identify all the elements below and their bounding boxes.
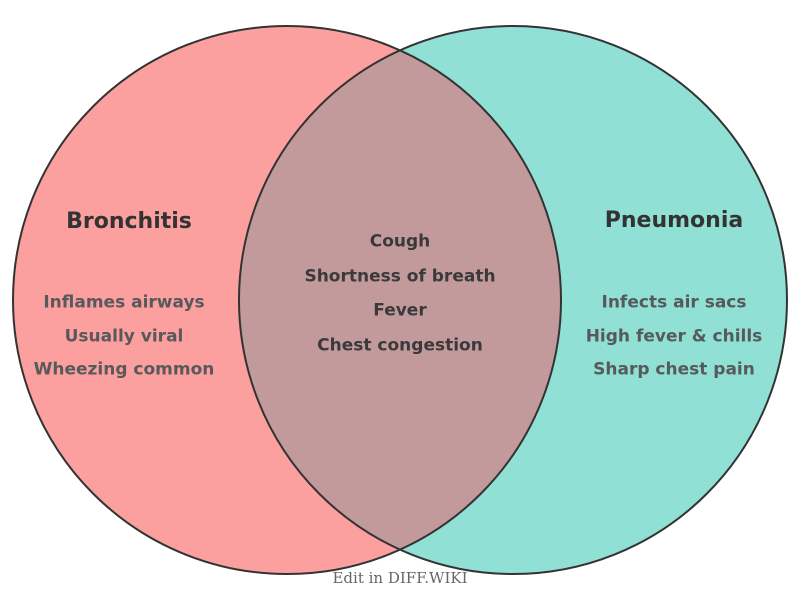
right-circle-outline (238, 25, 788, 575)
overlap-item: Fever (373, 300, 427, 321)
left-set-item: Usually viral (64, 326, 184, 347)
left-circle-outline (12, 25, 562, 575)
right-set-item: High fever & chills (585, 326, 763, 347)
right-set-title: Pneumonia (604, 208, 744, 233)
overlap-item: Cough (369, 231, 431, 252)
left-set-title: Bronchitis (66, 209, 192, 234)
edit-in-diffwiki-link[interactable]: Edit in DIFF.WIKI (332, 569, 468, 587)
right-set-item: Infects air sacs (601, 292, 747, 313)
overlap-item: Chest congestion (317, 335, 483, 356)
left-set-item: Inflames airways (43, 292, 205, 313)
right-set-item: Sharp chest pain (593, 359, 755, 380)
overlap-region-fill (239, 50, 561, 550)
overlap-item: Shortness of breath (304, 266, 496, 287)
left-set-item: Wheezing common (33, 359, 215, 380)
